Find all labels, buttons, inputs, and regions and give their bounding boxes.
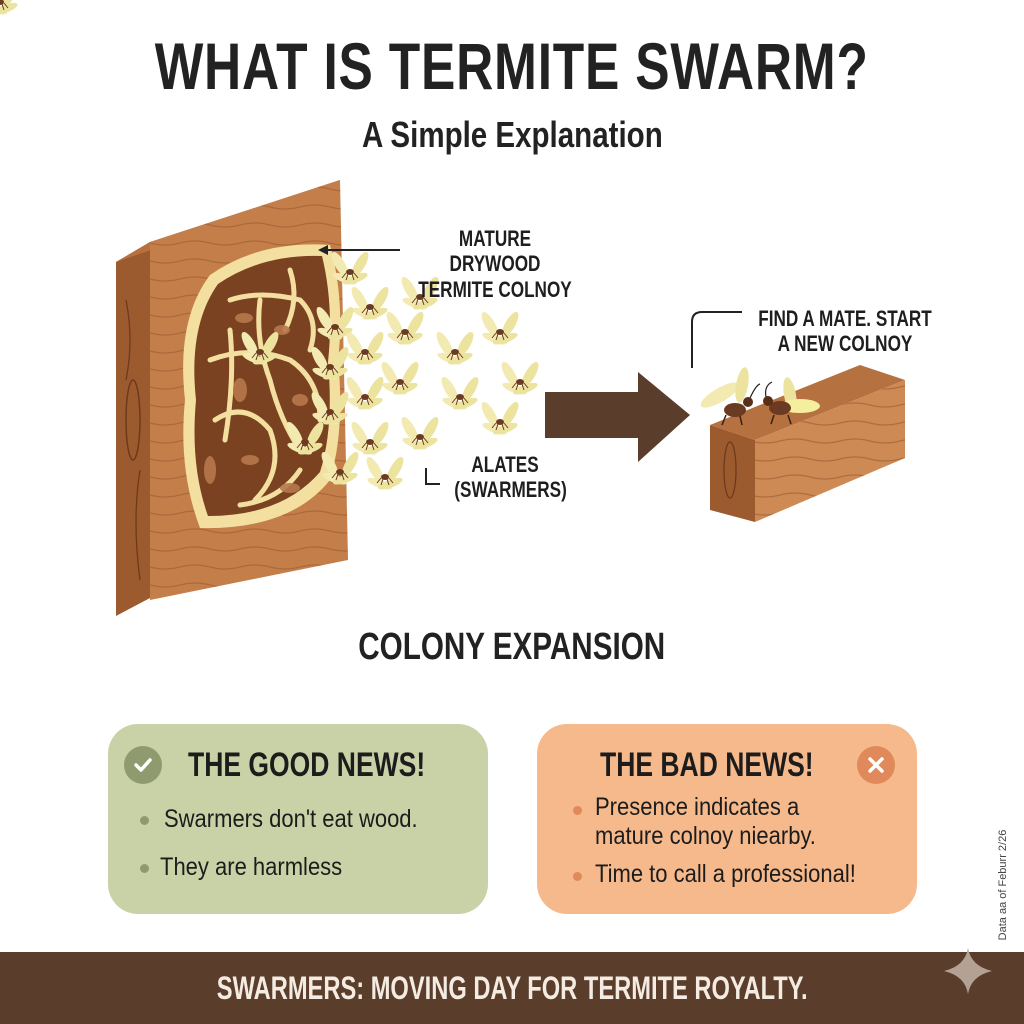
x-circle-icon: [857, 746, 895, 784]
diagram-illustration: [0, 0, 905, 616]
label-alates: ALATES (SWARMERS): [454, 452, 567, 503]
wood-panel-colony-icon: [116, 180, 400, 616]
bullet-dot: [140, 864, 149, 873]
wood-block-icon: [700, 365, 905, 522]
bad-news-card: THE BAD NEWS! Presence indicates a matur…: [537, 724, 917, 914]
good-news-title: THE GOOD NEWS!: [188, 746, 426, 784]
good-news-card: THE GOOD NEWS! Swarmers don't eat wood. …: [108, 724, 488, 914]
bullet-dot: [573, 872, 582, 881]
label-find-mate: FIND A MATE. START A NEW COLNOY: [758, 306, 932, 357]
page-title: WHAT IS TERMITE SWARM?: [155, 29, 869, 103]
good-news-bullet: Swarmers don't eat wood.: [164, 805, 418, 833]
good-news-bullet: They are harmless: [160, 853, 343, 881]
label-colony: MATURE DRYWOOD TERMITE COLNOY: [418, 226, 572, 302]
bad-news-bullet: Presence indicates a: [595, 793, 800, 821]
arrow-right-icon: [545, 372, 690, 462]
side-note: Data aa of Feburr 2/26: [997, 829, 1009, 941]
bullet-dot: [573, 806, 582, 815]
bad-news-bullet: mature colnoy niearby.: [595, 822, 816, 850]
check-circle-icon: [124, 746, 162, 784]
bad-news-bullet: Time to call a professional!: [595, 860, 856, 888]
footer-text: SWARMERS: MOVING DAY FOR TERMITE ROYALTY…: [216, 970, 808, 1006]
footer-banner: SWARMERS: MOVING DAY FOR TERMITE ROYALTY…: [0, 948, 1024, 1024]
section-heading-colony-expansion: COLONY EXPANSION: [358, 626, 666, 668]
bullet-dot: [140, 816, 149, 825]
page-subtitle: A Simple Explanation: [361, 114, 663, 155]
bad-news-title: THE BAD NEWS!: [600, 746, 814, 784]
swarmers-group: [0, 0, 543, 493]
sparkle-icon: [944, 948, 992, 994]
